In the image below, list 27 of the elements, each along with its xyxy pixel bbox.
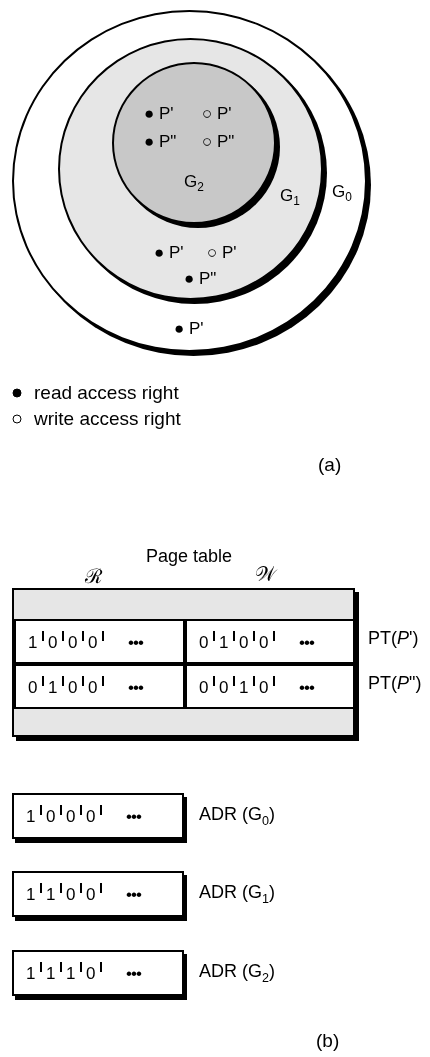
legend-text: read access right (34, 382, 179, 404)
page-label: ○ P' (202, 104, 232, 124)
page-label: ● P' (174, 319, 204, 339)
row-label: PT(P') (368, 628, 419, 649)
bit-field: 0 1 0 0 ••• (14, 664, 185, 709)
bit-field: 1 0 0 0 ••• (14, 619, 185, 664)
bit-field: 0 1 0 0 ••• (185, 619, 355, 664)
legend-text: write access right (34, 408, 181, 430)
bit-field: 0 0 1 0 ••• (185, 664, 355, 709)
column-header: ℛ (85, 563, 102, 589)
panel-label: (b) (316, 1030, 340, 1052)
register-label: ADR (G$_{0}$) (199, 804, 275, 828)
register-label: ADR (G$_{1}$) (199, 882, 275, 906)
register-label: ADR (G$_{2}$) (199, 961, 275, 985)
page-label: ● P" (144, 132, 177, 152)
panel-label: (a) (318, 454, 342, 476)
group-label: G$_{1}$ (280, 186, 300, 211)
page-label: ○ P" (202, 132, 235, 152)
group-label: G$_{2}$ (184, 172, 204, 197)
row-label: PT(P") (368, 673, 422, 694)
group-label: G$_{0}$ (332, 182, 352, 207)
page-label: ● P' (144, 104, 174, 124)
table-title: Page table (146, 546, 233, 567)
page-label: ● P" (184, 269, 217, 289)
column-header: 𝒲 (255, 562, 276, 586)
page-label: ○ P' (207, 243, 237, 263)
page-label: ● P' (154, 243, 184, 263)
